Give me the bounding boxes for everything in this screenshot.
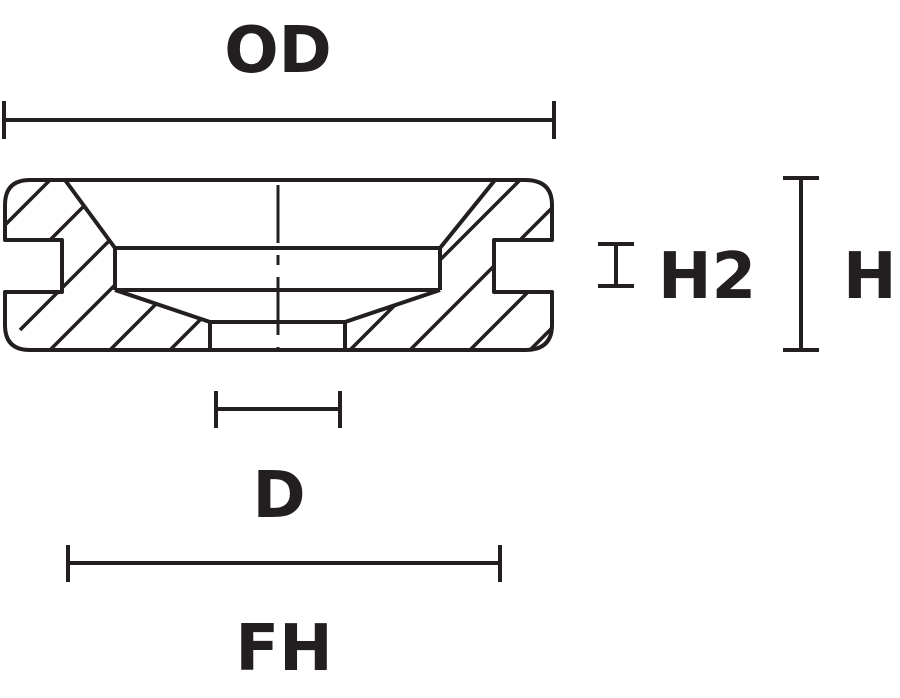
- h-label: H: [843, 240, 897, 314]
- h-dimension: [783, 176, 819, 352]
- d-dimension: [214, 391, 342, 428]
- h2-label: H2: [658, 240, 756, 314]
- od-dimension: [2, 101, 556, 139]
- d-label: D: [252, 459, 305, 533]
- od-label: OD: [224, 14, 332, 88]
- fh-dimension: [66, 545, 502, 582]
- fh-label: FH: [235, 612, 332, 686]
- h2-dimension: [598, 242, 634, 288]
